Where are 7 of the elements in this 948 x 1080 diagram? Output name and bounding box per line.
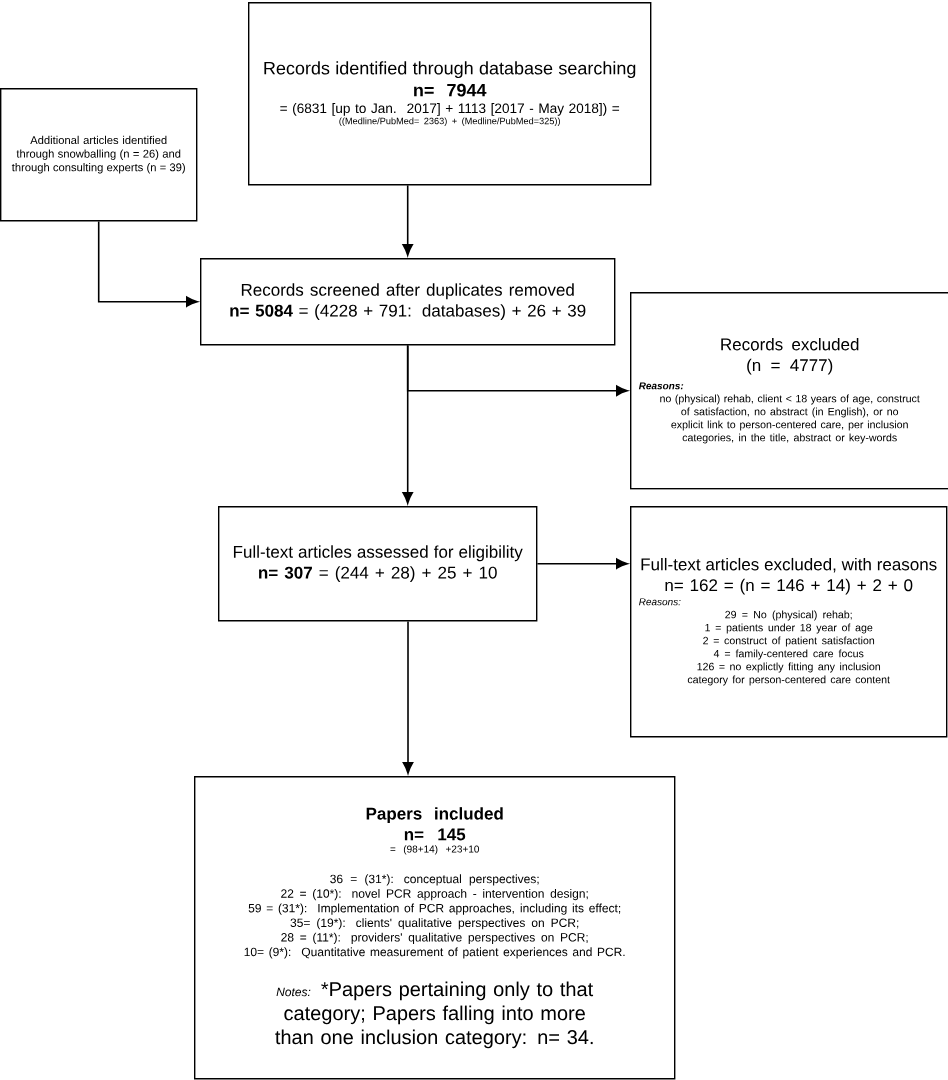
arrow xyxy=(402,184,413,256)
arrow xyxy=(402,620,414,774)
process-box: Records screened after duplicates removed n= 5084 = (4228 + 791: databases) + 26 + 39 xyxy=(200,258,616,346)
process-box: Full-text articles assessed for eligibility n= 307 = (244 + 28) + 25 + 10 xyxy=(218,506,538,622)
arrow xyxy=(406,344,628,396)
arrow xyxy=(536,558,628,569)
arrow xyxy=(97,220,198,307)
